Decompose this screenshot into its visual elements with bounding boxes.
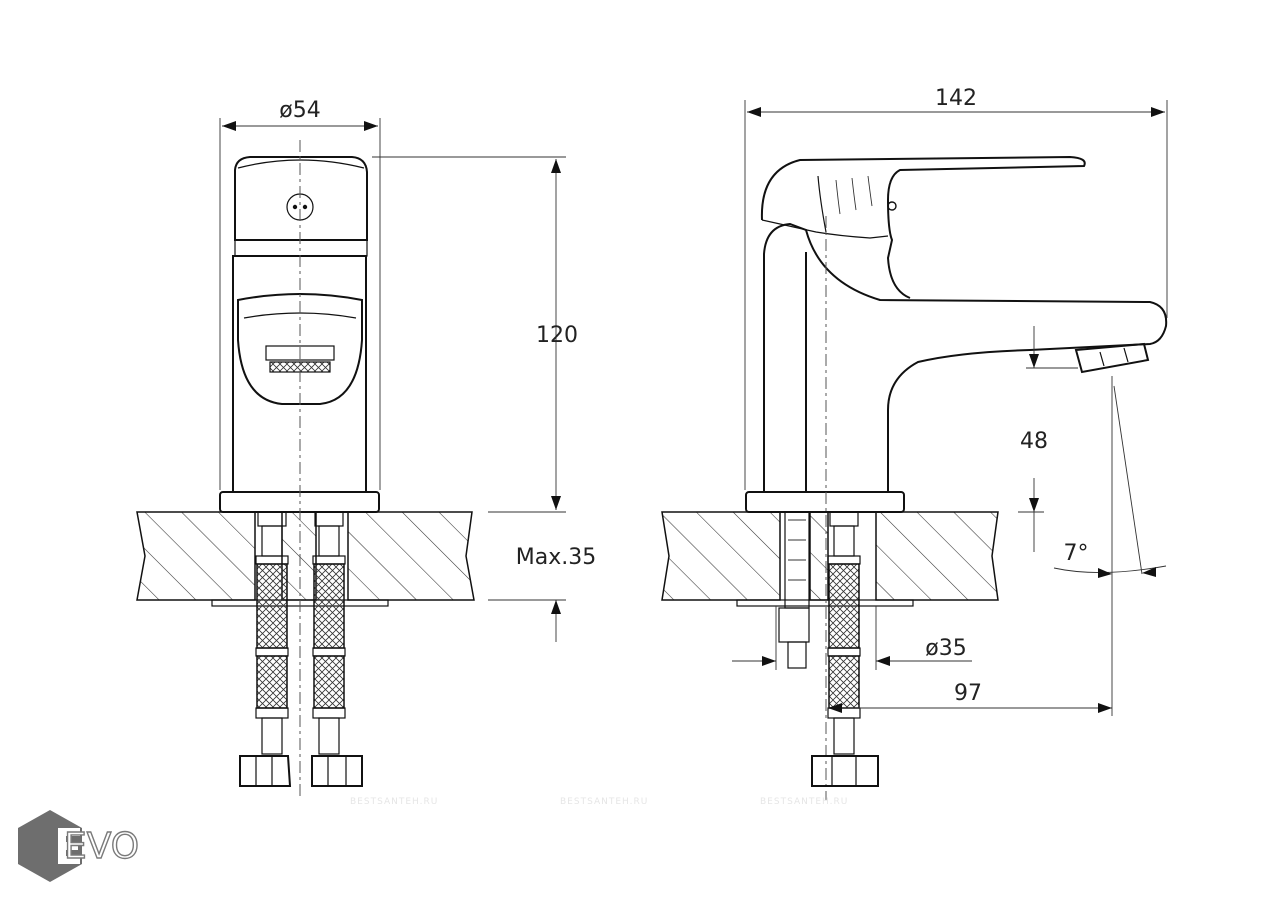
side-reach-label: 97: [954, 681, 982, 706]
front-hose-right: [311, 511, 363, 787]
side-lever-detail: [867, 175, 873, 207]
logo-e-mark: [58, 828, 80, 864]
front-height-label: 120: [536, 323, 578, 348]
side-hole-label: ø35: [925, 636, 966, 661]
side-hole-dimension: ø35: [732, 606, 972, 670]
front-lever-screw-dot: [302, 204, 308, 210]
front-lever-collar: [234, 239, 368, 257]
front-nut-right-icon: [311, 755, 363, 787]
front-diameter-dimension: ø54: [219, 98, 381, 490]
front-view: ø54 120 Max.35: [136, 98, 596, 800]
front-hose-left: [239, 511, 292, 787]
front-height-dimension: 120: [372, 156, 578, 510]
side-mounting-plate: [736, 599, 914, 607]
side-base: [745, 491, 905, 513]
side-aerator-icon: [1074, 342, 1150, 374]
watermark-text: BESTSANTEH.RU: [350, 797, 438, 807]
side-lever-detail: [851, 177, 857, 211]
front-diameter-label: ø54: [279, 98, 320, 123]
front-spout-edge: [243, 312, 357, 319]
side-view: 142 48 7° ø35: [661, 86, 1168, 800]
watermark-text: BESTSANTEH.RU: [560, 797, 648, 807]
side-lever-screw-icon: [887, 201, 897, 211]
front-lever-head: [234, 156, 368, 241]
front-countertop-right: [347, 511, 475, 601]
front-counter-dimension: Max.35: [488, 511, 596, 642]
side-fixing-stud: [778, 511, 810, 669]
side-lever-detail: [835, 179, 841, 215]
side-spout-height-dimension: 48: [1018, 326, 1078, 552]
side-nut-icon: [811, 755, 879, 787]
front-aerator-ring: [265, 345, 335, 361]
front-counter-label: Max.35: [516, 545, 596, 570]
side-lever-handle: [760, 155, 1086, 299]
side-countertop-right: [875, 511, 999, 601]
front-nut-left-icon: [239, 755, 292, 787]
side-lever-bottom: [761, 219, 889, 239]
side-length-label: 142: [935, 86, 977, 111]
side-length-dimension: 142: [744, 86, 1168, 490]
side-lever-curve: [817, 175, 827, 233]
side-reach-dimension: 97: [828, 681, 1112, 713]
side-countertop-left: [661, 511, 781, 601]
front-lever-screw-dot: [292, 204, 298, 210]
side-countertop-middle: [809, 511, 829, 601]
brand-logo: EVO: [18, 810, 140, 882]
side-body-spout: [763, 222, 1168, 492]
side-angle-dimension: 7°: [1053, 376, 1167, 716]
side-angle-label: 7°: [1064, 541, 1089, 566]
watermark-text: BESTSANTEH.RU: [760, 797, 848, 807]
side-spout-height-label: 48: [1020, 429, 1048, 454]
front-countertop-left: [136, 511, 256, 601]
front-spout: [237, 293, 363, 405]
logo-text: EVO: [64, 826, 139, 867]
front-lever-top-edge: [237, 159, 365, 169]
